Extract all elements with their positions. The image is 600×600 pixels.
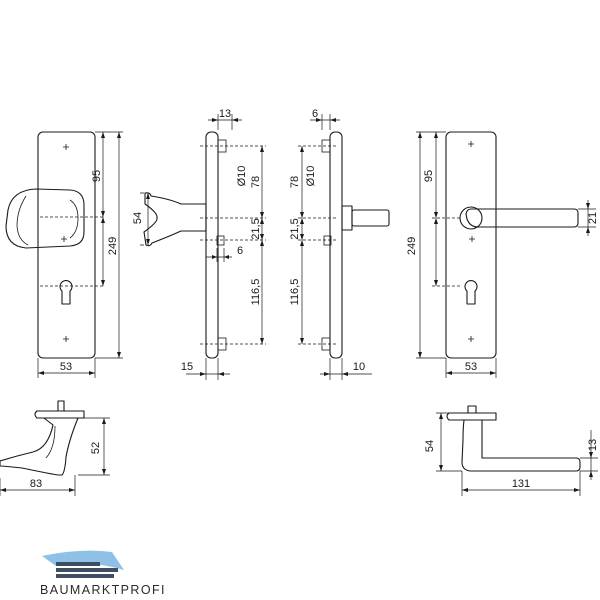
knob-front-knob	[5, 188, 85, 249]
lever-front-handle	[465, 208, 579, 228]
lever-front-view: 95 249 21 53	[406, 131, 599, 378]
dim-6-knob-side: 6	[237, 245, 243, 257]
dim-6-lever-side: 6	[312, 108, 318, 120]
dim-249-lever-front: 249	[406, 237, 418, 255]
dim-53-lever-front: 53	[465, 361, 477, 373]
lever-top-handle	[461, 419, 581, 472]
knob-side-view: 54 13 Ø10 78 21,5 116,5 6 15	[132, 108, 266, 380]
dim-116-5-lever-side: 116,5	[289, 279, 301, 306]
dim-52-knob-top: 52	[90, 442, 102, 454]
dim-78-knob-side: 78	[250, 176, 262, 188]
lever-front-rose	[459, 206, 483, 230]
brand-logo	[42, 550, 124, 578]
dim-10-lever-side: 10	[353, 361, 365, 373]
lever-side-handle	[351, 209, 390, 227]
knob-front-plate	[37, 131, 96, 359]
lever-side-view: 6 78 Ø10 21,5 116,5 10	[289, 108, 390, 380]
dim-83-knob-top: 83	[30, 478, 42, 490]
knob-front-keyhole	[59, 280, 73, 305]
knob-side-plate	[205, 131, 219, 359]
dim-53-knob: 53	[60, 361, 72, 373]
knob-side-knob	[143, 192, 207, 247]
dim-78-lever-side: 78	[289, 176, 301, 188]
dim-95-knob: 95	[91, 170, 103, 182]
dim-21-5-knob-side: 21,5	[250, 218, 262, 239]
dim-116-5-knob-side: 116,5	[250, 279, 262, 306]
knob-top-knob	[0, 417, 79, 476]
dim-d10-lever-side: Ø10	[305, 166, 317, 187]
dim-d10-knob-side: Ø10	[236, 166, 248, 187]
knob-front-view: 95 249 53	[5, 131, 123, 378]
dim-21-5-lever-side: 21,5	[289, 218, 301, 239]
dim-249-knob: 249	[107, 237, 119, 255]
dim-131-lever-top: 131	[512, 478, 530, 490]
dim-13-knob-side: 13	[219, 108, 231, 120]
dim-54-lever-top: 54	[424, 440, 436, 452]
dim-54-knob-side: 54	[132, 212, 144, 224]
lever-top-view: 54 13 131	[424, 405, 599, 496]
lever-front-keyhole	[464, 280, 478, 305]
dim-21-lever-front: 21	[587, 212, 599, 224]
lever-front-plate	[445, 131, 497, 359]
dim-15-knob-side: 15	[181, 361, 193, 373]
brand-name: BAUMARKTPROFI	[40, 583, 166, 597]
dim-95-lever-front: 95	[423, 170, 435, 182]
knob-top-view: 52 83	[0, 400, 110, 496]
dim-13-lever-top: 13	[587, 439, 599, 451]
lever-side-plate	[329, 131, 343, 359]
brand-roof-icon	[42, 550, 124, 570]
